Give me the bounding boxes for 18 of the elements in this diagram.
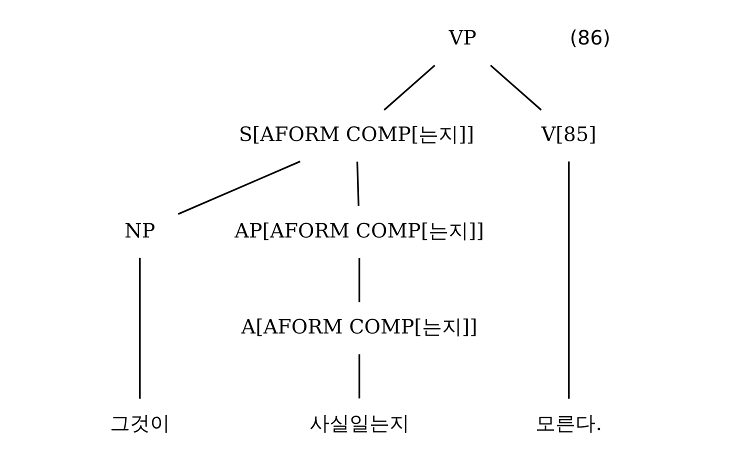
node-text: 사실일는지 — [309, 412, 410, 435]
connector — [139, 258, 141, 399]
connector — [568, 162, 570, 399]
connector — [178, 160, 300, 215]
node-text: AP[AFORM COMP[는지]] — [234, 219, 484, 242]
connector — [358, 258, 360, 302]
node-text: A[AFORM COMP[는지]] — [241, 316, 478, 339]
connector — [356, 162, 360, 206]
label: (86) — [570, 26, 610, 50]
node-text: 그것이 — [110, 412, 170, 435]
node-text: S[AFORM COMP[는지]] — [238, 122, 474, 146]
node-text: VP — [448, 26, 477, 50]
node-text: 모른다. — [536, 412, 602, 435]
connector — [490, 64, 542, 111]
node-text: V[85] — [541, 122, 596, 146]
connector — [384, 64, 436, 111]
connector — [358, 354, 360, 398]
node-text: NP — [124, 219, 156, 242]
